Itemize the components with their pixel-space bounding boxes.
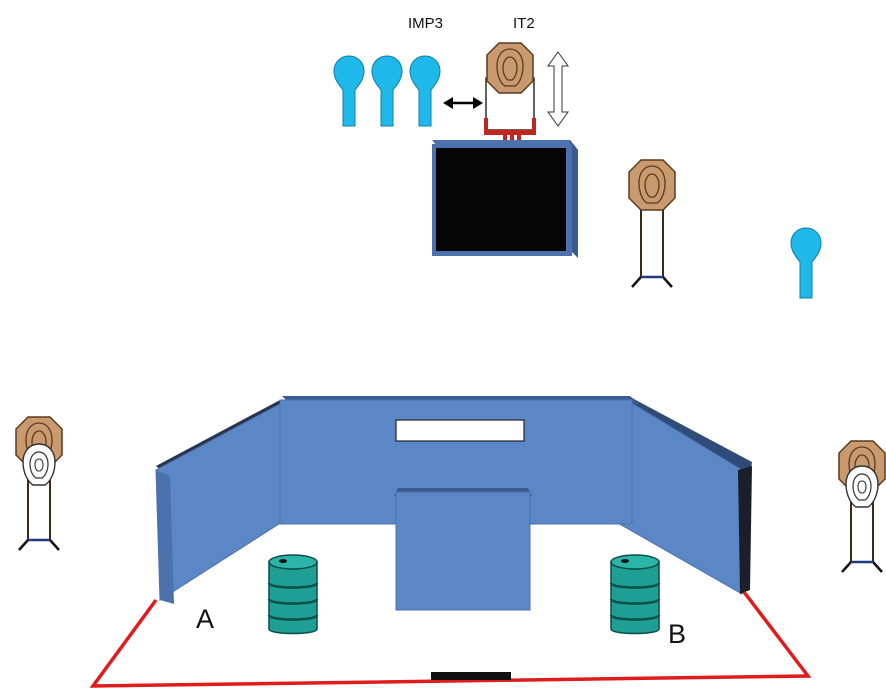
paper-target-right-top (628, 159, 676, 289)
paper-target-left (15, 416, 63, 552)
paper-target-right (838, 440, 886, 574)
dark-screen (432, 140, 578, 258)
popper-3 (409, 55, 441, 127)
wall-structure (155, 396, 752, 611)
position-a-label: A (196, 604, 214, 634)
double-arrow-vertical-icon (547, 51, 569, 127)
popper-2 (371, 55, 403, 127)
double-arrow-horizontal-icon (443, 97, 483, 109)
popper-1 (333, 55, 365, 127)
barrel-right (609, 553, 661, 635)
it2-label: IT2 (513, 15, 535, 32)
position-b-label: B (668, 619, 686, 649)
imp3-label: IMP3 (408, 15, 443, 32)
fault-line (89, 590, 812, 688)
moving-target-it2 (484, 42, 536, 144)
barrel-left (267, 553, 319, 635)
start-position-marker (431, 672, 511, 680)
popper-single (790, 227, 822, 299)
